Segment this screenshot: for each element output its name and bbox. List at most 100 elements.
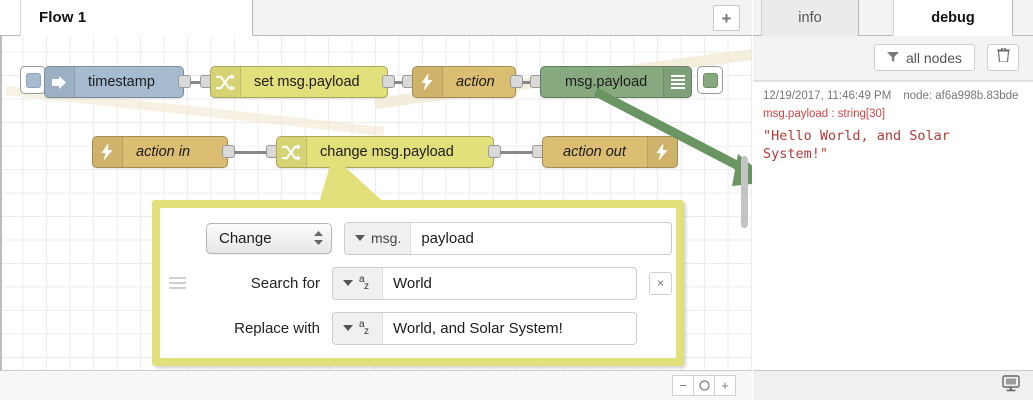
node-inject-timestamp[interactable]: timestamp [44,66,184,98]
node-label: change msg.payload [320,144,454,160]
flow-tab-flow-1[interactable]: Flow 1 [20,0,253,36]
inject-trigger-button[interactable] [20,66,46,94]
bolt-icon [647,137,677,167]
node-set-msg-payload[interactable]: set msg.payload [210,66,388,98]
delete-rule-button[interactable]: × [649,271,672,295]
replace-with-label: Replace with [234,319,320,337]
bolt-icon [93,137,123,167]
debug-message[interactable]: 12/19/2017, 11:46:49 PM node: af6a998b.8… [763,90,1023,163]
change-shuffle-icon [277,137,307,167]
node-debug-msg-payload[interactable]: msg.payload [540,66,692,98]
node-label: action out [563,144,626,160]
rule-row-target: Change msg. payload [194,221,672,255]
sidebar-footer [753,370,1033,400]
debug-node-toggle-button[interactable] [697,66,723,94]
wire-change-to-actionout [500,151,536,154]
add-flow-tab-button[interactable]: + [713,5,740,31]
wire-action-to-debug [522,81,534,84]
node-label: action in [136,144,191,160]
rule-type-value: Change [219,229,272,247]
node-change-msg-payload[interactable]: change msg.payload [276,136,494,168]
plus-icon: + [721,8,732,28]
change-shuffle-icon [211,67,241,97]
target-property-input[interactable]: msg. payload [344,221,672,255]
flow-tab-bar: Flow 1 + [0,0,752,36]
debug-message-list[interactable]: 12/19/2017, 11:46:49 PM node: af6a998b.8… [753,81,1033,370]
bolt-icon [413,67,443,97]
filter-all-nodes-button[interactable]: all nodes [873,44,975,71]
drag-line [168,282,186,284]
arrow-right-icon [45,67,75,97]
sidebar-tab-bar: info debug [753,0,1033,36]
msg-prefix-label: msg. [371,230,402,246]
node-action[interactable]: action [412,66,516,98]
sidebar: info debug all nodes 12/19/20 [753,0,1033,400]
spinner-icon [314,231,323,245]
filter-label: all nodes [905,49,962,66]
search-for-value: World [393,274,432,292]
debug-message-value: "Hello World, and Solar System!" [763,128,950,163]
node-label: timestamp [88,74,155,90]
debug-timestamp: 12/19/2017, 11:46:49 PM [763,90,892,102]
tab-debug[interactable]: debug [893,0,1013,36]
debug-lines-icon [663,67,691,97]
debug-property-type: msg.payload : string[30] [763,108,886,120]
editor-footer: − + [0,370,752,400]
zoom-out-button[interactable]: − [672,375,694,396]
rule-type-select[interactable]: Change [206,222,332,254]
circle-icon [698,380,710,391]
trash-icon [996,47,1010,67]
node-label: msg.payload [565,74,648,90]
clear-debug-button[interactable] [987,44,1019,71]
inject-button-square-icon [25,72,41,88]
target-type-prefix[interactable]: msg. [345,222,412,254]
zoom-in-button[interactable]: + [714,375,736,396]
flow-editor: Flow 1 + timestamp [0,0,752,400]
search-for-label: Search for [250,274,320,292]
monitor-icon-button[interactable] [999,374,1023,397]
wire-inject-to-set [190,81,204,84]
drag-line [168,287,186,289]
debug-toolbar: all nodes [753,36,1033,81]
change-node-edit-panel: Change msg. payload [152,200,684,366]
canvas-vertical-scrollbar[interactable] [741,156,748,228]
edit-panel-body: Change msg. payload [160,208,676,358]
node-label: set msg.payload [254,74,360,90]
close-icon: × [656,276,664,290]
chevron-down-icon [343,325,353,331]
node-action-in[interactable]: action in [92,136,228,168]
drag-line [168,277,186,279]
debug-source-node: node: af6a998b.83bde [903,90,1019,102]
node-action-out[interactable]: action out [542,136,678,168]
callout-pointer [318,166,388,206]
debug-toggle-square-icon [702,72,718,88]
minus-icon: − [679,378,687,393]
zoom-reset-button[interactable] [693,375,715,396]
chevron-down-icon [343,280,353,286]
flow-tab-label: Flow 1 [39,9,87,26]
tab-label: info [798,10,822,26]
monitor-icon [1002,374,1020,397]
wire-set-to-action [394,81,406,84]
wire-actionin-to-change [234,151,270,154]
rule-rows: Change msg. payload [194,221,676,345]
tab-info[interactable]: info [761,0,859,36]
plus-icon: + [721,378,729,393]
zoom-controls: − + [672,375,736,396]
rule-drag-handle[interactable] [160,277,194,289]
funnel-icon [886,50,899,66]
tab-label: debug [931,9,975,26]
chevron-down-icon [355,235,365,241]
debug-flow-arrow [593,88,752,186]
replace-with-value: World, and Solar System! [393,319,563,337]
target-property-value: payload [421,229,474,247]
